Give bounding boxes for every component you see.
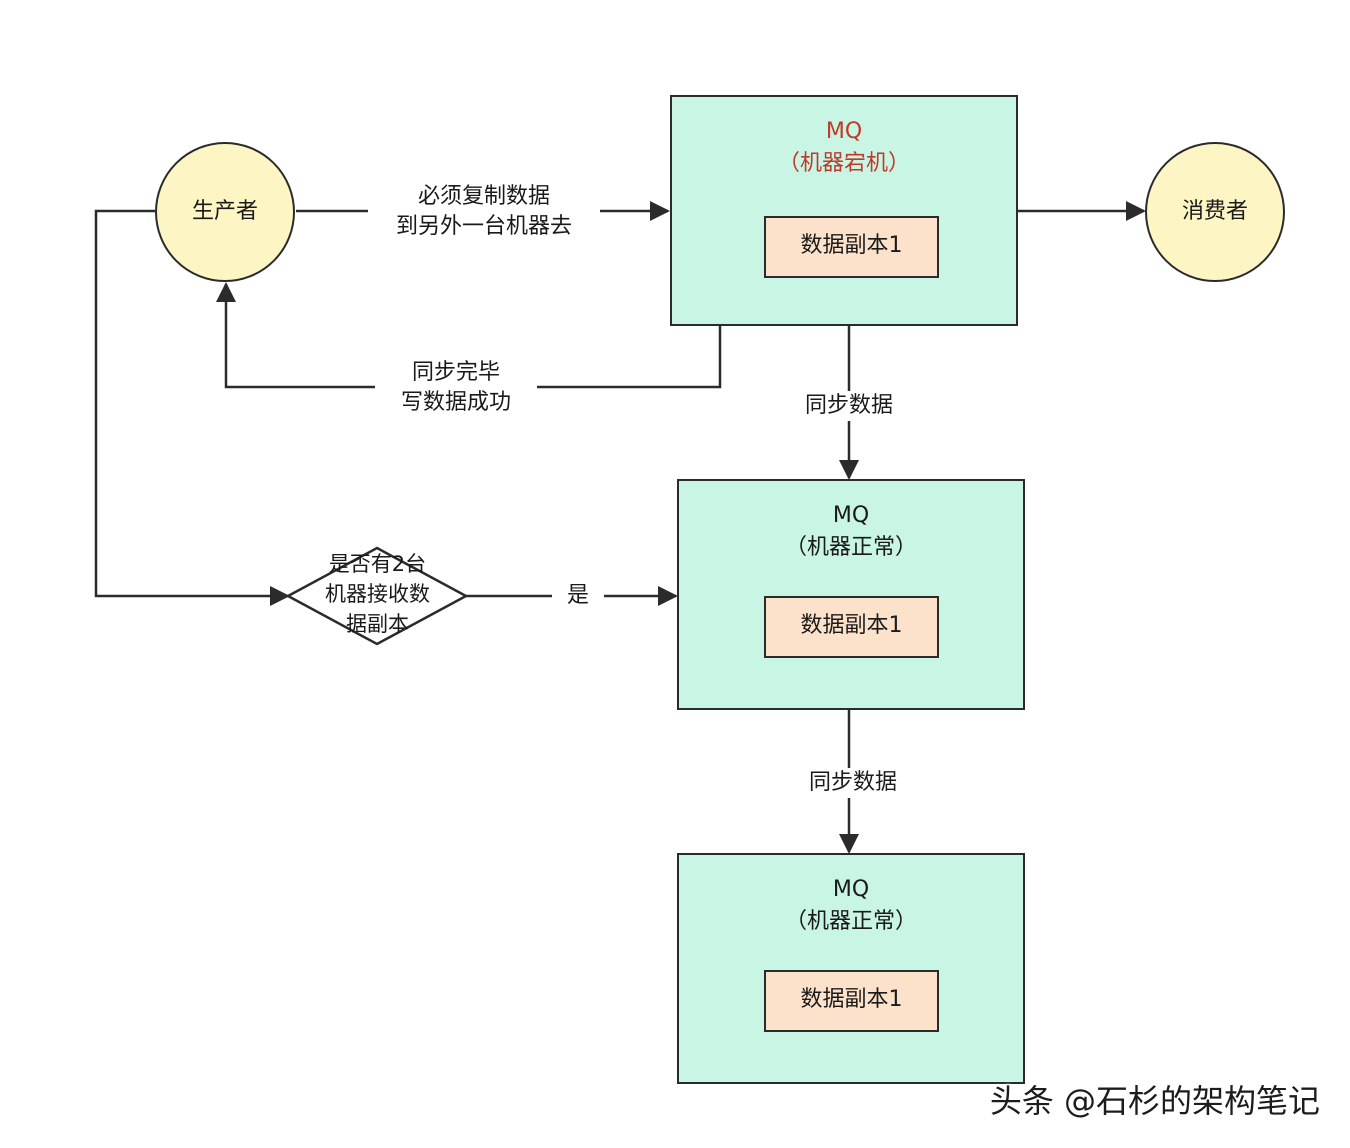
decision-line1: 是否有2台 (328, 552, 427, 576)
mq-primary-replica: 数据副本1 (764, 216, 939, 278)
copy-label: 必须复制数据 到另外一台机器去 (368, 182, 600, 242)
mq-secondary-replica: 数据副本1 (764, 596, 939, 658)
producer-node: 生产者 (155, 142, 295, 282)
watermark-text: 头条 @石杉的架构笔记 (989, 1082, 1320, 1120)
edge-producer-to-decision (94, 209, 290, 606)
decision-text: 是否有2台 机器接收数 据副本 (300, 549, 455, 639)
decision-diamond (285, 546, 469, 646)
ack-label-line2: 写数据成功 (400, 390, 511, 415)
consumer-label: 消费者 (1181, 199, 1248, 224)
mq-tertiary-title: MQ (832, 877, 870, 902)
yes-label: 是 (552, 581, 604, 611)
copy-label-line1: 必须复制数据 (417, 184, 550, 209)
mq-secondary-status: （机器正常） (784, 535, 917, 560)
mq-primary-status: （机器宕机） (777, 151, 910, 176)
mq-tertiary-status: （机器正常） (784, 909, 917, 934)
sync-label-1: 同步数据 (786, 391, 912, 421)
mq-primary-title: MQ (825, 119, 863, 144)
copy-label-line2: 到另外一台机器去 (395, 214, 572, 239)
ack-label: 同步完毕 写数据成功 (375, 358, 537, 418)
decision-line2: 机器接收数 (325, 582, 430, 606)
mq-tertiary-box: MQ （机器正常） 数据副本1 (677, 853, 1025, 1084)
decision-line3: 据副本 (346, 612, 409, 636)
consumer-node: 消费者 (1145, 142, 1285, 282)
producer-label: 生产者 (191, 199, 258, 224)
mq-secondary-title: MQ (832, 503, 870, 528)
sync-label-2: 同步数据 (790, 768, 916, 798)
mq-secondary-box: MQ （机器正常） 数据副本1 (677, 479, 1025, 710)
ack-label-line1: 同步完毕 (411, 360, 500, 385)
mq-primary-box: MQ （机器宕机） 数据副本1 (670, 95, 1018, 326)
mq-tertiary-replica: 数据副本1 (764, 970, 939, 1032)
